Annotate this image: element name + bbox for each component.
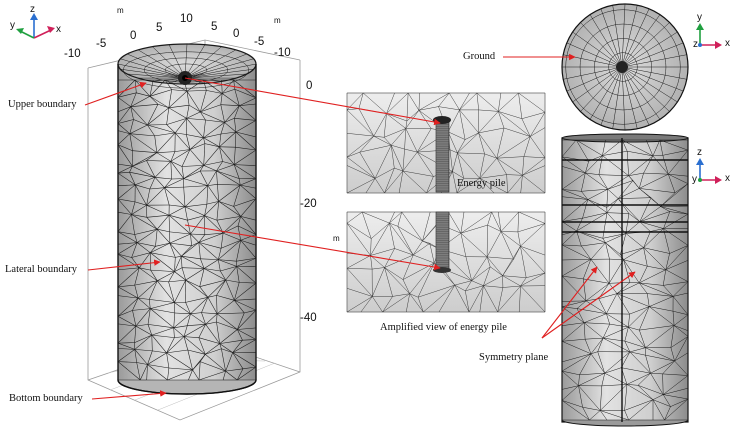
label-lateral-boundary: Lateral boundary [5, 264, 78, 275]
unit-label-zoom: m [333, 234, 340, 243]
triad-side-z: z [697, 147, 702, 158]
y-tick-1: 5 [211, 21, 218, 33]
z-tick-3: -40 [300, 312, 317, 324]
axis-triad-ground [696, 23, 722, 49]
triad-ground-z: z [693, 39, 698, 50]
label-ground: Ground [463, 51, 496, 62]
x-tick-1: -10 [64, 48, 81, 60]
triad-ground-y: y [697, 12, 702, 23]
label-symmetry-plane: Symmetry plane [479, 352, 549, 363]
x-tick-4: 5 [156, 22, 163, 34]
cylinder-mesh-main [117, 43, 257, 395]
axis-triad-side [696, 158, 722, 184]
triad-ground-x: x [725, 38, 730, 49]
label-upper-boundary: Upper boundary [8, 99, 77, 110]
label-bottom-boundary: Bottom boundary [9, 393, 83, 404]
z-tick-1: 0 [306, 80, 313, 92]
x-tick-2: -5 [96, 38, 107, 50]
triad-left-x: x [56, 24, 61, 35]
ground-disc-mesh [561, 3, 689, 131]
zoom-panel-upper [346, 92, 546, 194]
label-amplified-view: Amplified view of energy pile [380, 322, 507, 333]
triad-left-z: z [30, 4, 35, 15]
unit-label-y: m [274, 16, 281, 25]
x-tick-5: 10 [180, 13, 193, 25]
triad-side-y: y [692, 174, 697, 185]
y-tick-2: 0 [233, 28, 240, 40]
y-tick-3: -5 [254, 36, 265, 48]
label-energy-pile: Energy pile [457, 178, 506, 189]
triad-left-y: y [10, 20, 15, 31]
side-view-cylinder [561, 133, 689, 427]
y-tick-4: -10 [274, 47, 291, 59]
z-tick-2: -20 [300, 198, 317, 210]
axis-triad-left [16, 13, 55, 39]
zoom-panel-lower [346, 211, 546, 313]
annotation-arrows [84, 53, 636, 400]
x-tick-3: 0 [130, 30, 137, 42]
triad-side-x: x [725, 173, 730, 184]
unit-label-x: m [117, 6, 124, 15]
